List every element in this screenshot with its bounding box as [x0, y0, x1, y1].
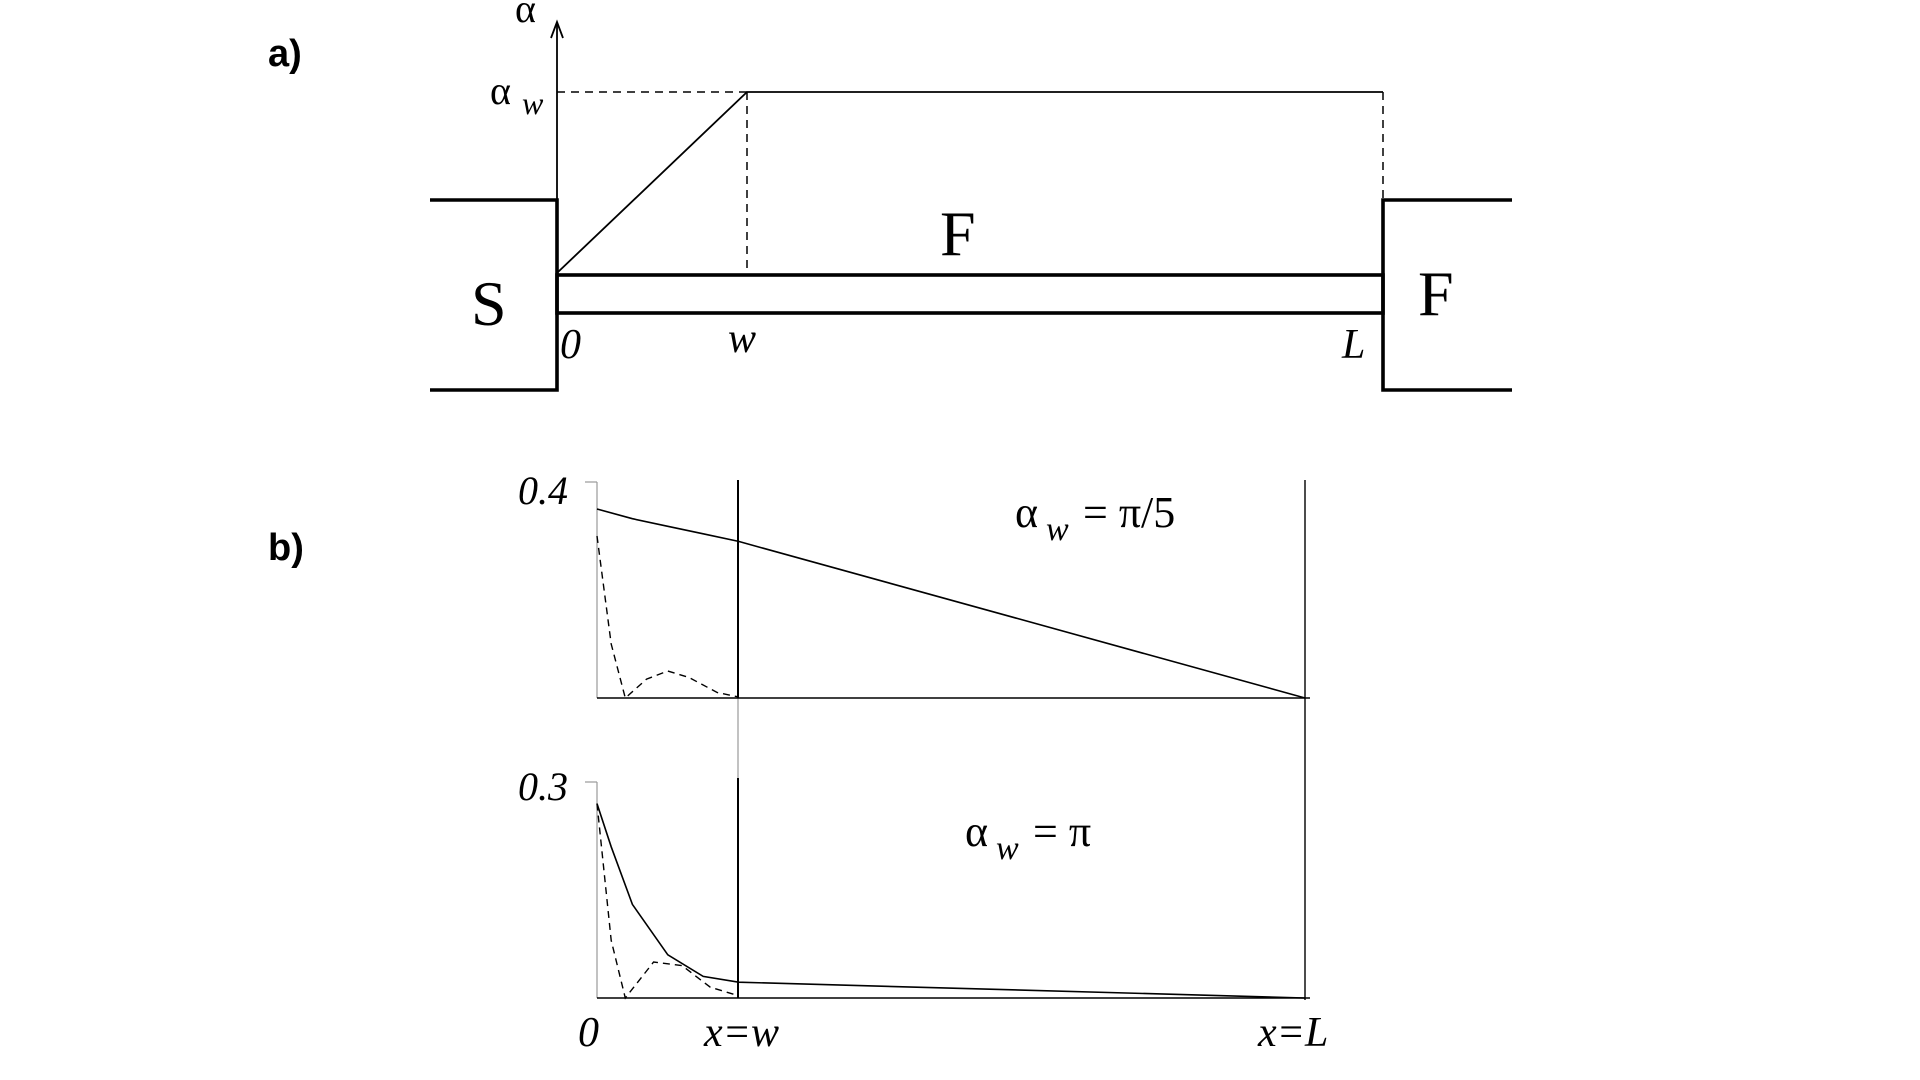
panel-b: b) 0.4 α w = π/5 0.3: [268, 468, 1328, 1056]
bottom-solid-series: [596, 803, 1306, 999]
x-tick-L: x=L: [1257, 1010, 1328, 1056]
subplot-bottom: 0.3 α w = π: [518, 764, 1310, 1000]
bottom-annotation-alpha: α: [965, 807, 988, 856]
top-annotation-alpha: α: [1015, 488, 1038, 537]
top-annotation-sub: w: [1046, 511, 1069, 548]
bottom-annotation: α w = π: [965, 807, 1091, 867]
alpha-profile-line: [556, 91, 1383, 274]
panel-b-label: b): [268, 527, 304, 569]
strip-label: F: [940, 198, 976, 269]
bottom-y-tick-label: 0.3: [518, 764, 568, 809]
top-solid-series: [596, 508, 1306, 699]
top-annotation: α w = π/5: [1015, 488, 1175, 548]
alpha-w-subscript: w: [522, 85, 544, 121]
x-tick-0: 0: [578, 1010, 599, 1056]
x-tick-w: x=w: [703, 1010, 779, 1056]
panel-a: a) α α w S F F 0 w L: [268, 0, 1512, 392]
subplot-top: 0.4 α w = π/5: [518, 468, 1310, 700]
x-L-label: L: [1341, 322, 1365, 368]
top-dashed-series: [596, 535, 739, 700]
alpha-axis-arrow: [550, 19, 564, 39]
ferromagnet-strip: [555, 273, 1385, 315]
bottom-annotation-rest: = π: [1022, 807, 1091, 856]
superconductor-label: S: [471, 268, 507, 339]
alpha-w-label: α w: [490, 68, 544, 121]
x-w-label: w: [728, 316, 756, 362]
bottom-annotation-sub: w: [996, 830, 1019, 867]
alpha-w-symbol: α: [490, 68, 511, 113]
x-zero-label: 0: [560, 322, 581, 368]
alpha-axis-label: α: [515, 0, 536, 31]
panel-a-label: a): [268, 33, 302, 75]
ferromagnet-block-label: F: [1418, 258, 1454, 329]
bottom-dashed-series: [596, 803, 739, 1000]
top-y-tick-label: 0.4: [518, 468, 568, 513]
top-annotation-rest: = π/5: [1072, 488, 1175, 537]
